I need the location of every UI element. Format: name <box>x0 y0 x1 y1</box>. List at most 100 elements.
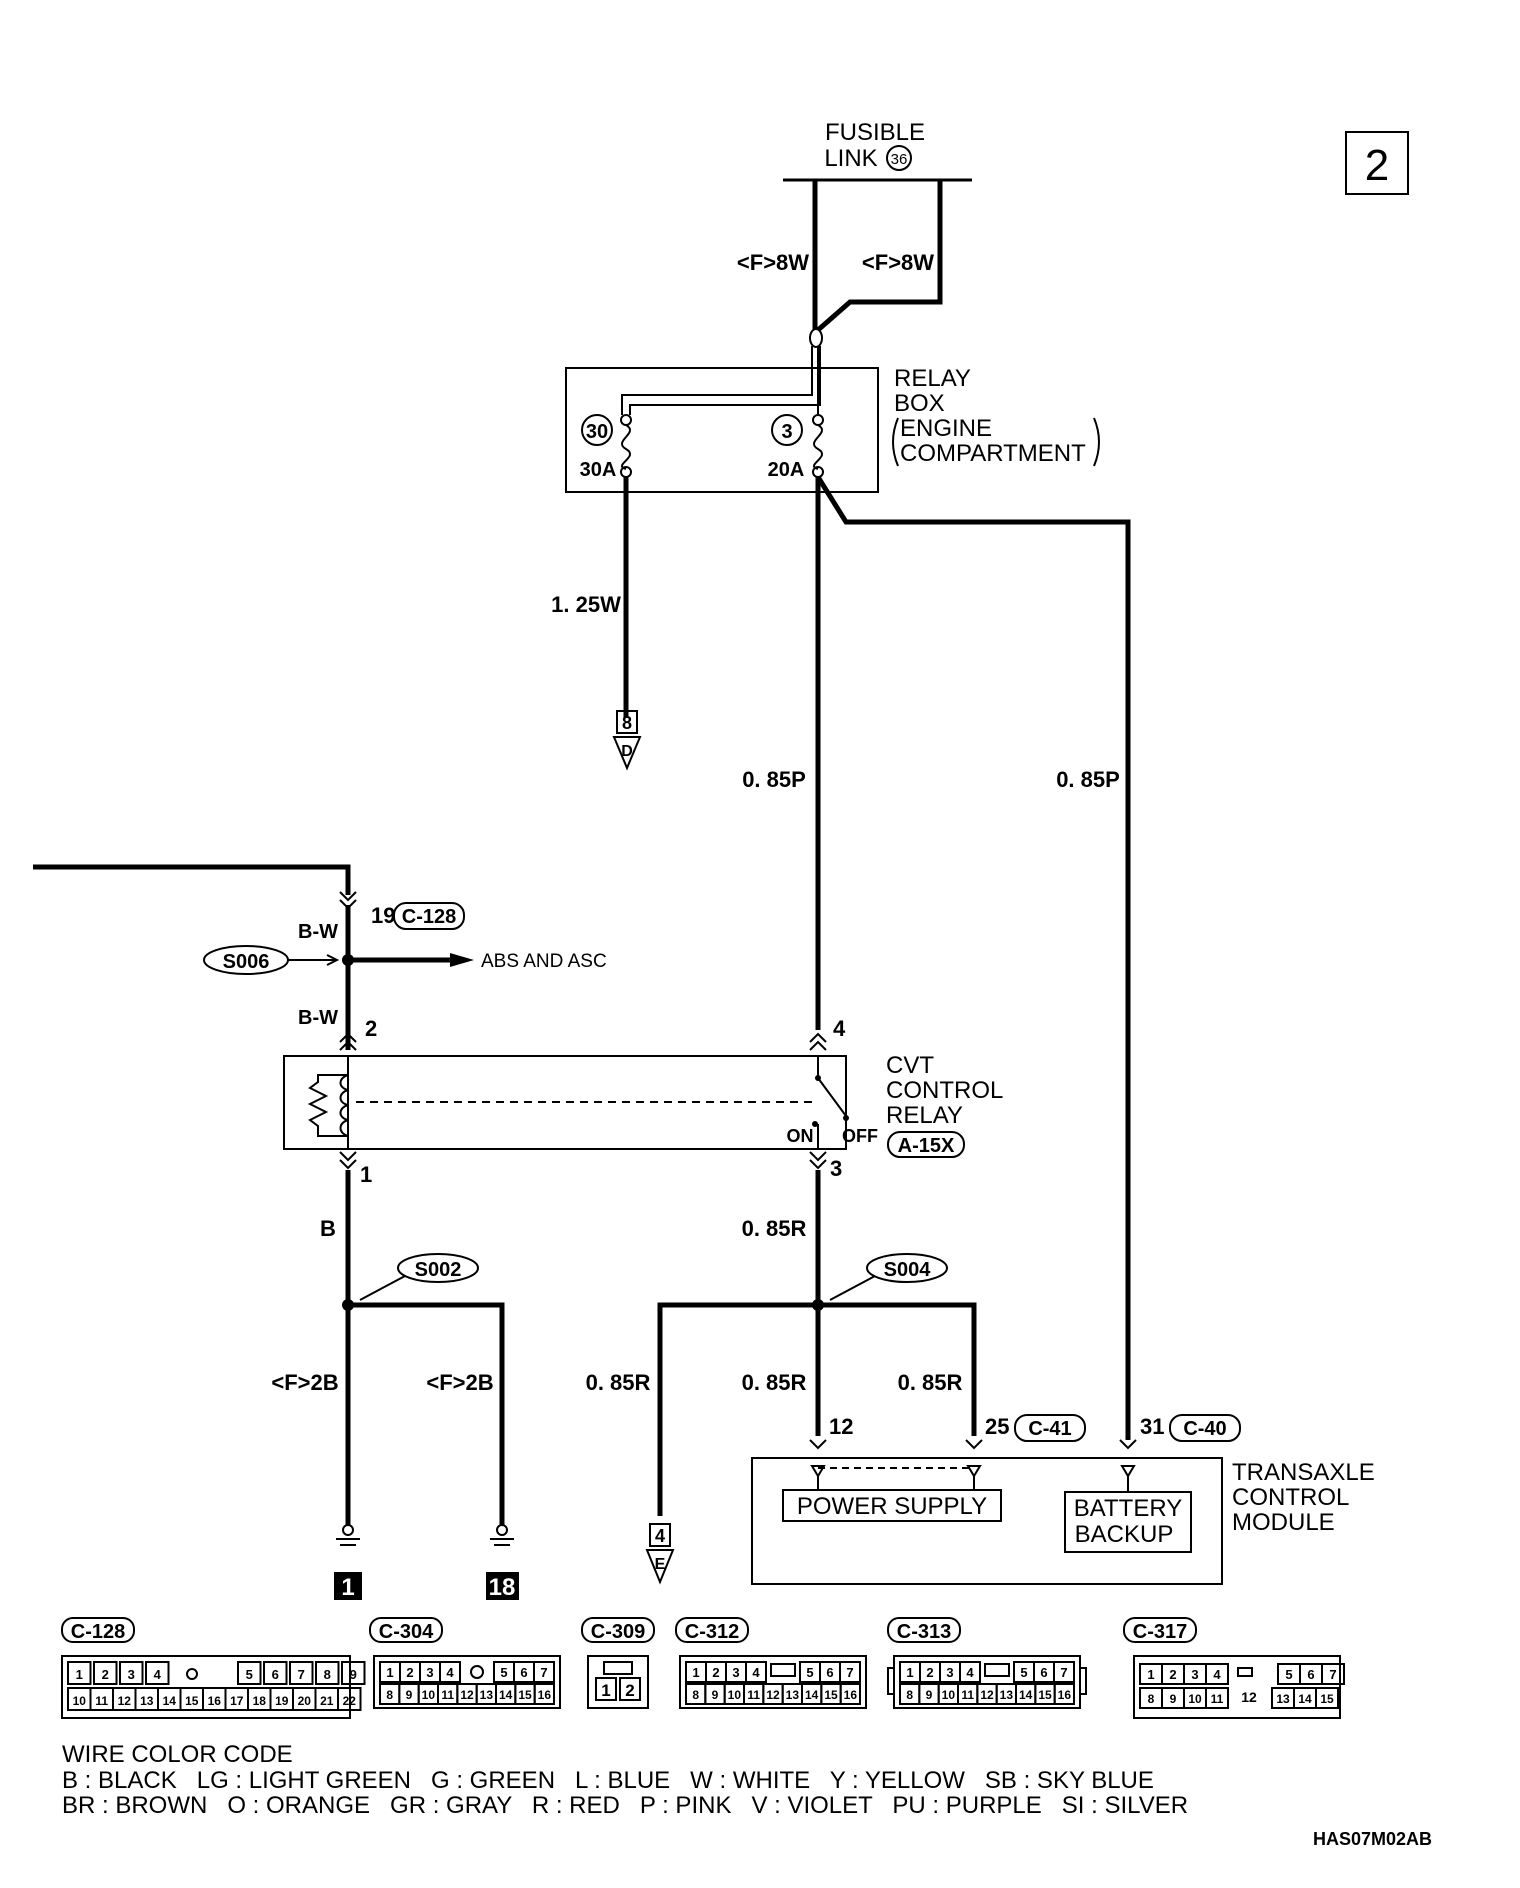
ground-1-box <box>334 1572 362 1600</box>
wire-label-f2b-left: <F>2B <box>271 1370 338 1395</box>
cv-pin-9: 9 <box>712 1688 719 1702</box>
page-number: 2 <box>1365 141 1389 190</box>
fusible-link-number-circle <box>886 145 912 171</box>
cv-pin-box <box>439 1661 461 1683</box>
cv-c128-latch <box>186 1668 198 1680</box>
a15x-connector-badge <box>887 1131 965 1158</box>
cv-c317-pin-box <box>1205 1687 1229 1709</box>
tcm-battery-backup-box <box>1064 1491 1192 1553</box>
cv-pin-box <box>839 1683 862 1705</box>
cv-c128-pin-box <box>289 1661 314 1685</box>
splice-s006-arrowhead <box>326 954 340 966</box>
cv-c128-pin-11: 11 <box>95 1694 108 1708</box>
tcm-label-3: MODULE <box>1232 1509 1335 1536</box>
cvt-relay-label-2: CONTROL <box>886 1077 1003 1104</box>
wire-label-bw-mid: B-W <box>298 1007 338 1029</box>
cv-c309-pin1: 1 <box>601 1681 610 1700</box>
tcm-pin31-symbol <box>1119 1439 1137 1450</box>
cv-latch <box>984 1663 1010 1677</box>
splice-s004-pointer <box>829 1275 876 1301</box>
cv-pin-16: 16 <box>844 1688 858 1702</box>
cv-c309-body <box>587 1655 649 1709</box>
cv-c309-badge <box>581 1617 655 1643</box>
connector-e-letter: E <box>655 1556 666 1573</box>
cv-c128-pin-3: 3 <box>128 1667 135 1682</box>
cv-pin-15: 15 <box>1038 1688 1052 1702</box>
page-number-box <box>1345 131 1409 195</box>
c41-connector-badge <box>1014 1414 1086 1442</box>
cv-pin-15: 15 <box>824 1688 838 1702</box>
cvt-relay-label-3: RELAY <box>886 1102 963 1129</box>
cv-c128-pin-box <box>237 1661 262 1685</box>
wire-fusible-right <box>816 180 943 332</box>
cv-pin-12: 12 <box>980 1688 994 1702</box>
connector-e-arrow <box>645 1549 675 1585</box>
cv-c317-pin-10: 10 <box>1188 1692 1202 1706</box>
bus-line-inner <box>629 346 821 415</box>
cv-pin-1: 1 <box>906 1665 913 1680</box>
connector-d-box <box>616 710 638 734</box>
cv-pin-2: 2 <box>406 1665 413 1680</box>
cvt-pin4: 4 <box>833 1016 846 1041</box>
c128-connector-badge <box>393 902 465 930</box>
connector-e-box <box>649 1523 671 1547</box>
legend-title: WIRE COLOR CODE <box>62 1741 293 1768</box>
cv-c317-latch <box>1237 1667 1253 1677</box>
fuse-30-number: 30 <box>586 421 608 443</box>
cv-c317-pin-4: 4 <box>1213 1667 1221 1682</box>
cv-c128-pin-19: 19 <box>275 1694 289 1708</box>
figure-code: HAS07M02AB <box>1313 1829 1432 1849</box>
relay-box-label-3: ENGINE <box>900 415 992 442</box>
fuse-30-terminal-top <box>620 414 632 426</box>
cv-pin-8: 8 <box>906 1688 913 1702</box>
cv-c128-label: C-128 <box>71 1621 125 1643</box>
cv-c317-pin-5: 5 <box>1285 1667 1292 1682</box>
fuse-3-rating: 20A <box>768 459 805 481</box>
wire-label-085r-bottom-3: 0. 85R <box>898 1370 963 1395</box>
cv-c317-pin-7: 7 <box>1329 1667 1336 1682</box>
tcm-label-2: CONTROL <box>1232 1484 1349 1511</box>
fuse-3-number: 3 <box>781 421 792 443</box>
cv-pin-box <box>533 1661 555 1683</box>
cv-c128-pin-20: 20 <box>298 1694 312 1708</box>
connector-d-letter: D <box>621 743 633 760</box>
cv-pin-3: 3 <box>732 1665 739 1680</box>
wire-label-085r-mid: 0. 85R <box>742 1216 807 1241</box>
cv-pin-11: 11 <box>747 1688 760 1702</box>
ground-1-terminal <box>342 1524 354 1536</box>
cvt-pin2: 2 <box>365 1016 377 1041</box>
cv-c-312-body <box>679 1655 867 1709</box>
relay-box-label-1: RELAY <box>894 365 971 392</box>
ground-18-box <box>486 1572 519 1600</box>
c41-pin-number: 25 <box>985 1414 1009 1439</box>
cvt-switch-on-contact <box>812 1121 818 1127</box>
splice-s006-label: S006 <box>223 951 270 973</box>
ground-18-terminal <box>496 1524 508 1536</box>
splice-s004-label: S004 <box>884 1259 932 1281</box>
tcm-pin12-symbol <box>809 1439 827 1450</box>
cv-pin-box <box>1053 1661 1075 1683</box>
cv-pin-11: 11 <box>961 1688 974 1702</box>
cv-c128-pin-12: 12 <box>118 1694 132 1708</box>
cv-tab-right <box>1079 1667 1087 1695</box>
cv-pin-5: 5 <box>1020 1665 1027 1680</box>
tcm-pin12-marker <box>810 1465 826 1478</box>
abs-asc-label: ABS AND ASC <box>481 951 607 972</box>
cv-c304-label: C-304 <box>379 1621 434 1643</box>
cv-c317-pin-8: 8 <box>1148 1692 1155 1706</box>
cv-pin-7: 7 <box>1060 1665 1067 1680</box>
wire-label-085r-bottom-2: 0. 85R <box>742 1370 807 1395</box>
tcm-box <box>751 1457 1223 1585</box>
cvt-pin1: 1 <box>360 1162 372 1187</box>
abs-arrow-icon <box>450 953 474 967</box>
cvt-pin3-symbol <box>809 1151 827 1170</box>
cv-c317-badge <box>1123 1617 1197 1643</box>
wire-label-085p-left: 0. 85P <box>742 767 806 792</box>
wire-085r-left <box>657 1302 818 1516</box>
cv-pin-5: 5 <box>500 1665 507 1680</box>
wire-label-085p-right: 0. 85P <box>1056 767 1120 792</box>
wire-label-b: B <box>320 1216 336 1241</box>
